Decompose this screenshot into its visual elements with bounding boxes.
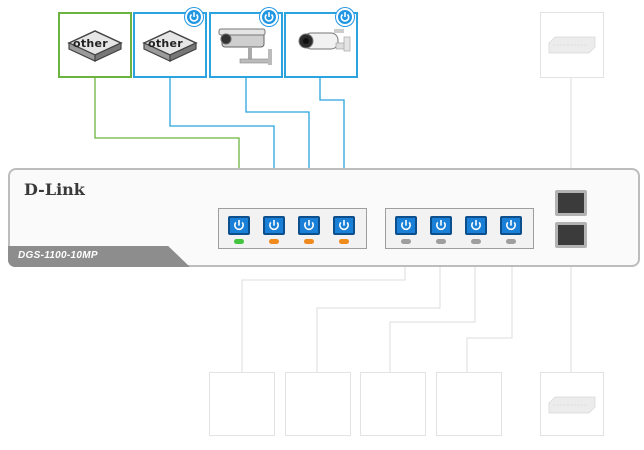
wire-port-6: [316, 245, 441, 372]
power-icon: [339, 220, 349, 231]
poe-power-icon: [336, 8, 354, 26]
uplink-device-bottom[interactable]: [540, 372, 604, 436]
port-3[interactable]: [298, 216, 320, 235]
port-7-led: [471, 239, 481, 244]
empty-device-slot-7[interactable]: [360, 372, 426, 436]
sfp-port-10[interactable]: [555, 222, 587, 248]
switch-icon: [548, 36, 596, 54]
power-icon: [269, 220, 279, 231]
power-icon: [234, 220, 244, 231]
other-device-1[interactable]: other: [58, 12, 132, 78]
port-6-led: [436, 239, 446, 244]
port-1[interactable]: [228, 216, 250, 235]
other-device-icon: [142, 30, 198, 62]
port-8[interactable]: [500, 216, 522, 235]
power-icon: [304, 220, 314, 231]
switch-icon: [548, 396, 596, 414]
empty-device-slot-6[interactable]: [285, 372, 351, 436]
port-4[interactable]: [333, 216, 355, 235]
power-icon: [401, 220, 411, 231]
port-1-led: [234, 239, 244, 244]
sfp-port-9[interactable]: [555, 190, 587, 216]
wire-port-3: [245, 78, 310, 213]
power-icon: [506, 220, 516, 231]
other-device-label: other: [73, 37, 109, 50]
other-device-label: other: [148, 37, 184, 50]
other-device-icon: [67, 30, 123, 62]
port-2[interactable]: [263, 216, 285, 235]
port-3-led: [304, 239, 314, 244]
poe-power-icon: [260, 8, 278, 26]
empty-device-slot-8[interactable]: [436, 372, 502, 436]
empty-device-slot-5[interactable]: [209, 372, 275, 436]
power-icon: [471, 220, 481, 231]
model-label: DGS-1100-10MP: [18, 250, 98, 261]
power-icon: [436, 220, 446, 231]
other-device-2[interactable]: other: [133, 12, 207, 78]
port-8-led: [506, 239, 516, 244]
poe-power-icon: [185, 8, 203, 26]
port-6[interactable]: [430, 216, 452, 235]
wire-port-8: [466, 245, 513, 372]
uplink-device-top[interactable]: [540, 12, 604, 78]
brand-logo: D-Link: [24, 180, 85, 199]
port-5-led: [401, 239, 411, 244]
model-band: DGS-1100-10MP: [8, 246, 190, 267]
port-7[interactable]: [465, 216, 487, 235]
wire-port-4: [319, 78, 345, 213]
box-camera-icon: [218, 28, 272, 65]
port-2-led: [269, 239, 279, 244]
wire-port-7: [389, 245, 476, 372]
port-5[interactable]: [395, 216, 417, 235]
port-4-led: [339, 239, 349, 244]
bullet-camera-icon: [298, 29, 351, 52]
